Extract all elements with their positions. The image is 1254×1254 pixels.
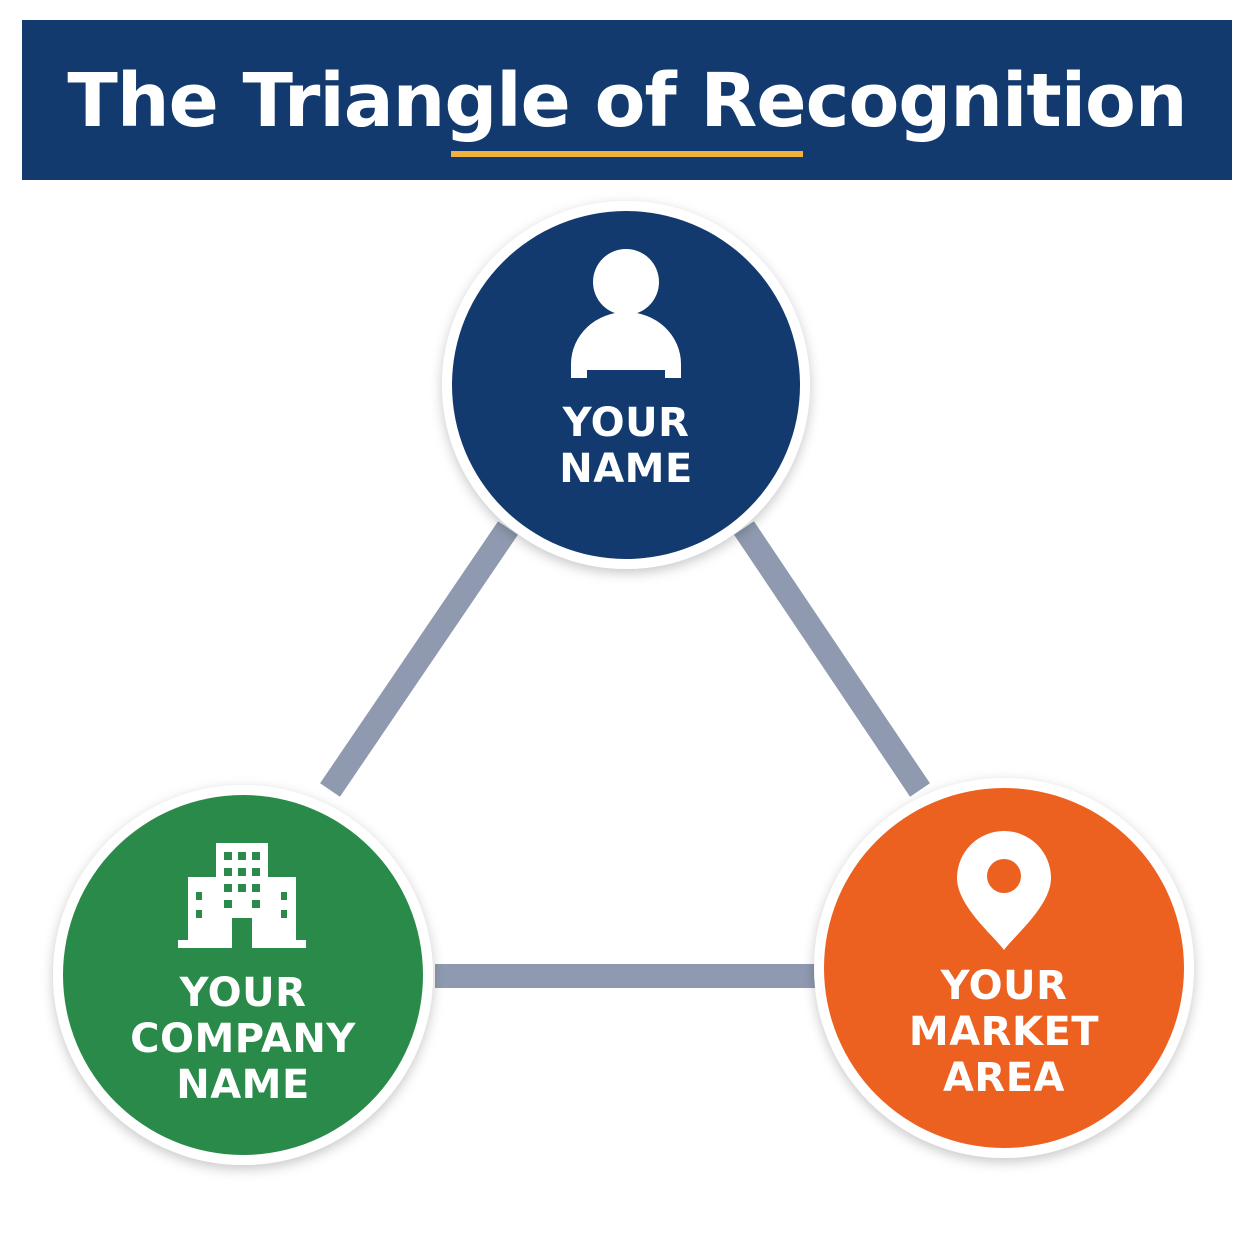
node-label-line: YOUR [179,970,307,1016]
building-icon [178,843,306,948]
node-label-line: NAME [176,1062,310,1108]
node-your-name [442,201,810,569]
node-label-line: AREA [942,1055,1066,1101]
node-label-your-market-area: YOUR MARKET AREA [874,963,1134,1101]
connector-name-market [734,521,930,797]
node-label-your-company-name: YOUR COMPANY NAME [103,970,383,1108]
person-icon [571,249,681,378]
node-label-line: NAME [559,446,693,492]
node-your-company-name [53,785,433,1165]
connector-name-company [320,521,518,797]
title-banner: The Triangle of Recognition [22,20,1232,180]
node-label-your-name: YOUR NAME [506,400,746,492]
node-label-line: YOUR [562,400,690,446]
node-label-line: MARKET [908,1009,1100,1055]
node-label-line: COMPANY [130,1016,356,1062]
title-underline [451,151,803,157]
page-title: The Triangle of Recognition [67,58,1187,144]
node-label-line: YOUR [940,963,1068,1009]
location-pin-icon [957,831,1051,950]
node-your-market-area [814,778,1194,1158]
